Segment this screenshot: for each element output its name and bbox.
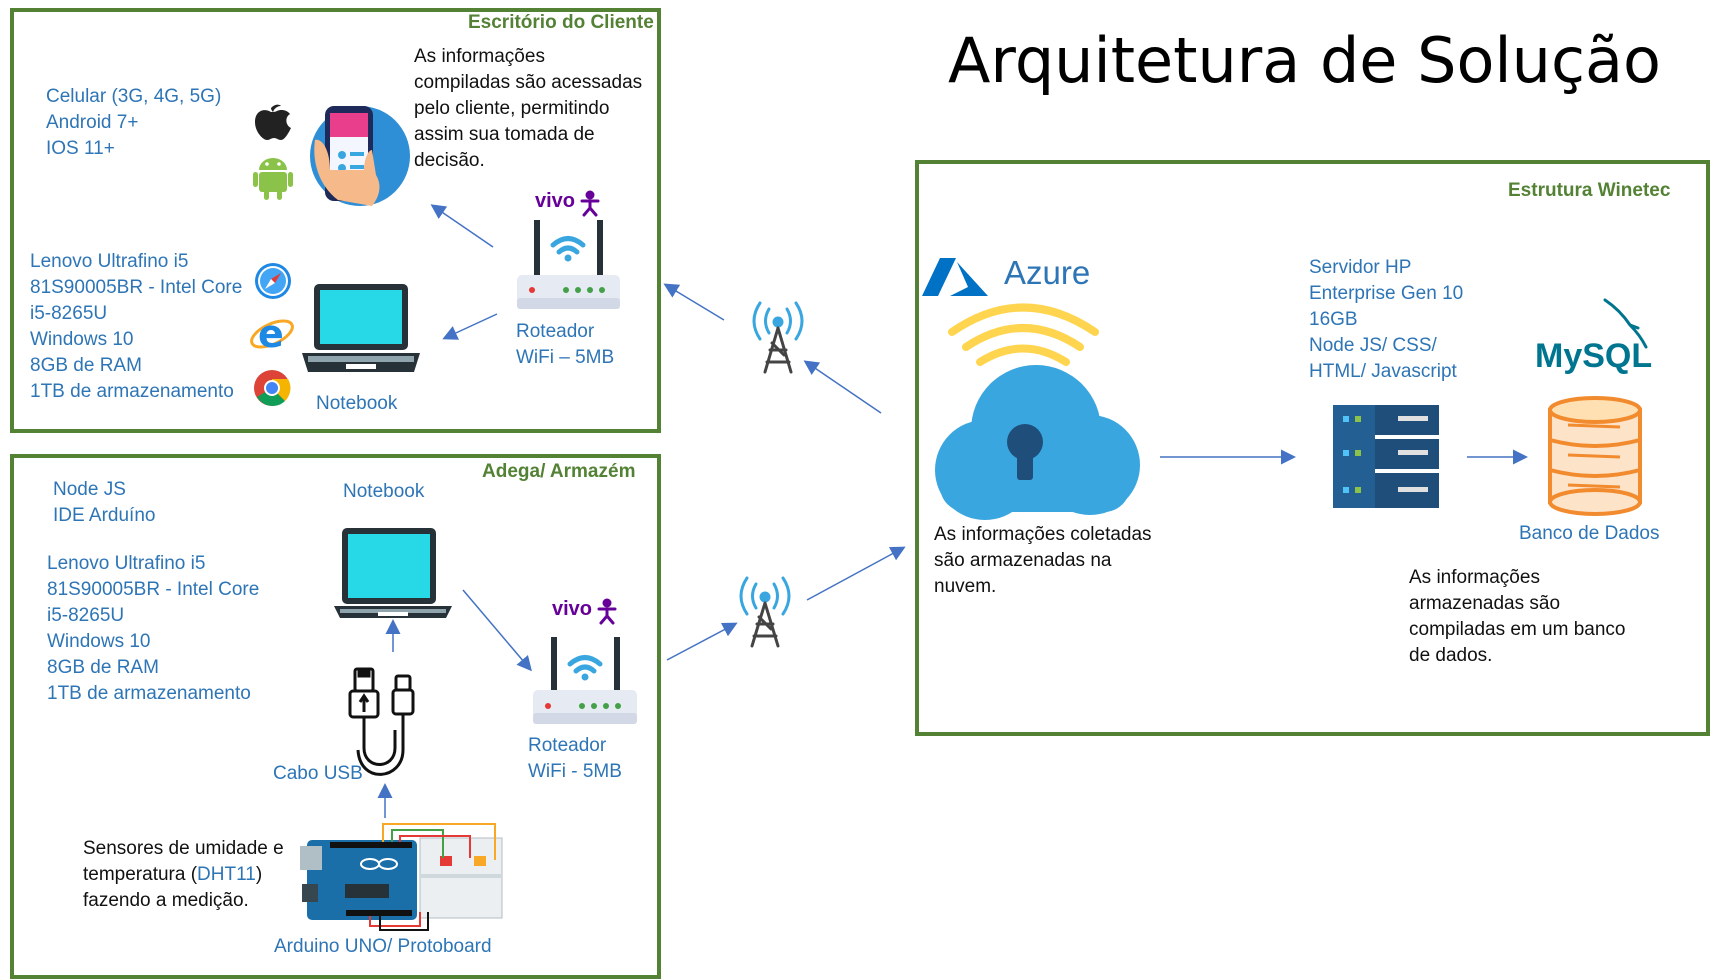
info-line: assim sua tomada de bbox=[414, 124, 595, 145]
azure-label: Azure bbox=[1004, 254, 1091, 291]
db-label: Banco de Dados bbox=[1519, 523, 1660, 544]
vivo-logo: vivo bbox=[552, 598, 593, 620]
sensor-text-part: temperatura ( bbox=[83, 864, 198, 885]
warehouse-notebook-label: Notebook bbox=[343, 481, 425, 502]
warehouse-title: Adega/ Armazém bbox=[482, 461, 636, 482]
laptop-spec-line: Windows 10 bbox=[30, 329, 134, 350]
client-info-text: As informações compiladas são acessadas … bbox=[414, 44, 642, 174]
laptop-spec-line: 81S90005BR - Intel Core bbox=[30, 277, 243, 298]
cloud-text: As informações coletadas são armazenadas… bbox=[934, 522, 1152, 600]
db-text-line: As informações bbox=[1409, 567, 1540, 588]
warehouse-software: Node JS IDE Arduíno bbox=[53, 477, 155, 529]
phone-spec-line: Celular (3G, 4G, 5G) bbox=[46, 86, 222, 107]
laptop-spec-line: 1TB de armazenamento bbox=[47, 683, 251, 704]
sensor-line: Sensores de umidade e bbox=[83, 838, 284, 859]
client-office-title: Escritório do Cliente bbox=[468, 12, 654, 33]
cloud-text-line: nuvem. bbox=[934, 576, 997, 597]
server-spec-line: Servidor HP bbox=[1309, 257, 1412, 278]
info-line: decisão. bbox=[414, 150, 485, 171]
server-spec-line: 16GB bbox=[1309, 309, 1358, 330]
laptop-spec-line: i5-8265U bbox=[30, 303, 108, 324]
server-spec-line: HTML/ Javascript bbox=[1309, 361, 1457, 382]
sensor-text: Sensores de umidade e temperatura (DHT11… bbox=[83, 836, 284, 914]
laptop-spec-line: 8GB de RAM bbox=[30, 355, 142, 376]
sensor-line: temperatura (DHT11) bbox=[83, 862, 284, 888]
warehouse-laptop-specs: Lenovo Ultrafino i5 81S90005BR - Intel C… bbox=[47, 551, 259, 707]
server-spec-line: Enterprise Gen 10 bbox=[1309, 283, 1464, 304]
phone-specs: Celular (3G, 4G, 5G) Android 7+ IOS 11+ bbox=[46, 84, 221, 162]
client-laptop-specs: Lenovo Ultrafino i5 81S90005BR - Intel C… bbox=[30, 249, 242, 405]
winetec-title: Estrutura Winetec bbox=[1508, 180, 1671, 201]
laptop-spec-line: Lenovo Ultrafino i5 bbox=[30, 251, 189, 272]
laptop-spec-line: Lenovo Ultrafino i5 bbox=[47, 553, 206, 574]
cloud-text-line: As informações coletadas bbox=[934, 524, 1152, 545]
server-specs: Servidor HP Enterprise Gen 10 16GB Node … bbox=[1309, 255, 1463, 385]
radio-tower-icon bbox=[752, 301, 804, 374]
client-router-label: Roteador WiFi – 5MB bbox=[516, 319, 614, 371]
sensor-text-part: ) bbox=[255, 864, 263, 885]
info-line: compiladas são acessadas bbox=[414, 72, 643, 93]
warehouse-router-label: Roteador WiFi - 5MB bbox=[528, 733, 622, 785]
radio-tower-icon bbox=[739, 576, 791, 648]
router-label-line: Roteador bbox=[516, 321, 595, 342]
db-text-line: compiladas em um banco bbox=[1409, 619, 1626, 640]
router-label-line: WiFi – 5MB bbox=[516, 347, 615, 368]
software-line: Node JS bbox=[53, 479, 126, 500]
db-text-line: de dados. bbox=[1409, 645, 1493, 666]
phone-spec-line: IOS 11+ bbox=[46, 138, 115, 159]
software-line: IDE Arduíno bbox=[53, 505, 156, 526]
arduino-label: Arduino UNO/ Protoboard bbox=[274, 936, 492, 957]
router-label-line: Roteador bbox=[528, 735, 607, 756]
info-line: As informações bbox=[414, 46, 545, 67]
page-title: Arquitetura de Solução bbox=[948, 24, 1661, 97]
client-notebook-label: Notebook bbox=[316, 393, 398, 414]
cloud-text-line: são armazenadas na bbox=[934, 550, 1112, 571]
laptop-spec-line: 8GB de RAM bbox=[47, 657, 159, 678]
sensor-line: fazendo a medição. bbox=[83, 890, 249, 911]
server-spec-line: Node JS/ CSS/ bbox=[1309, 335, 1437, 356]
laptop-spec-line: 81S90005BR - Intel Core bbox=[47, 579, 260, 600]
laptop-spec-line: i5-8265U bbox=[47, 605, 125, 626]
usb-cable-label: Cabo USB bbox=[273, 763, 363, 784]
dht11-label: DHT11 bbox=[197, 864, 256, 885]
mysql-logo: MySQL bbox=[1535, 337, 1653, 375]
db-text: As informações armazenadas são compilada… bbox=[1409, 565, 1626, 669]
router-label-line: WiFi - 5MB bbox=[528, 761, 622, 782]
laptop-spec-line: 1TB de armazenamento bbox=[30, 381, 234, 402]
db-text-line: armazenadas são bbox=[1409, 593, 1561, 614]
info-line: pelo cliente, permitindo bbox=[414, 98, 610, 119]
vivo-logo: vivo bbox=[535, 190, 576, 212]
phone-spec-line: Android 7+ bbox=[46, 112, 139, 133]
laptop-spec-line: Windows 10 bbox=[47, 631, 151, 652]
